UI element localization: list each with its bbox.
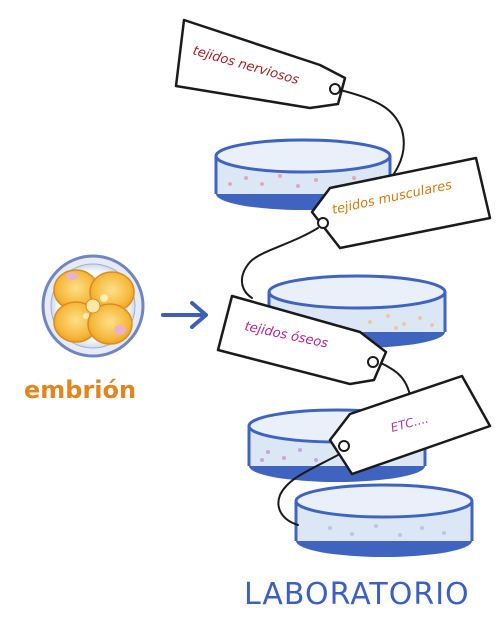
dish-rim [294,483,474,519]
arrow-head [190,301,208,329]
embryo [41,254,145,358]
embryo-label: embrión [24,376,136,404]
tag-string-2 [241,227,319,299]
embryo-highlight [100,294,108,302]
polar-body [66,272,78,280]
tag-shape [328,374,492,476]
petri-dish-4 [294,483,474,557]
dish-cells [260,448,318,462]
embryo-cell-nucleus [85,298,101,314]
dish-rim [214,138,392,174]
tag-hole [367,356,379,368]
tag-string-4 [277,454,339,526]
dish-rim [267,274,447,310]
tag-hole [329,83,341,95]
embryo-cells [53,269,135,345]
process-arrow [161,301,208,329]
tag-shape [310,156,492,250]
tag-shape [174,18,347,110]
tag-shape [216,294,388,386]
dish-cells [328,524,446,537]
embryo-highlight [83,313,89,319]
polar-body [114,325,126,335]
tag-bone-tissue: tejidos óseos [216,294,388,386]
tag-hole [338,440,350,452]
dish-cells [368,314,434,330]
tag-nervous-tissue: tejidos nerviosos [174,18,347,110]
tag-hole [317,217,329,229]
tag-muscle-tissue: tejidos musculares [310,156,492,250]
laboratory-label: LABORATORIO [244,577,470,612]
tag-etc: ETC.... [328,374,492,476]
